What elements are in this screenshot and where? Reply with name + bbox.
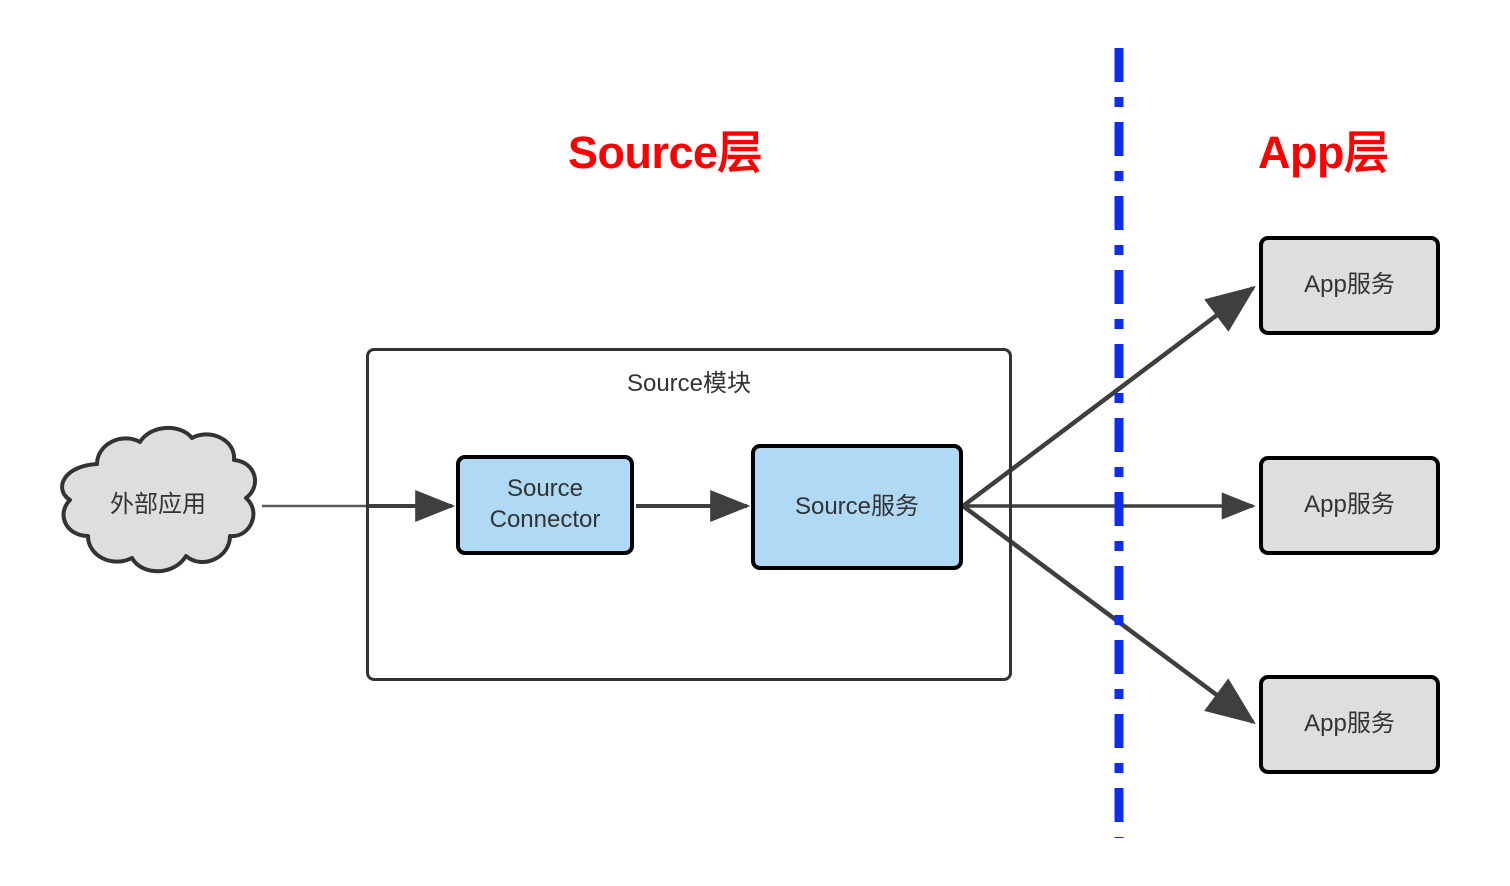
node-app-service-2-label: App服务 [1304, 491, 1395, 519]
node-source-service-label: Source服务 [794, 492, 920, 520]
node-app-service-3[interactable]: App服务 [1259, 675, 1440, 774]
external-app-cloud [50, 420, 266, 582]
node-app-service-2[interactable]: App服务 [1259, 456, 1440, 555]
node-source-connector-line2: Connector [489, 506, 601, 533]
node-app-service-3-label: App服务 [1304, 710, 1395, 738]
source-layer-title: Source层 [568, 127, 763, 178]
node-source-connector-line1: Source [506, 475, 584, 503]
source-module-container [366, 348, 1012, 681]
node-app-service-1[interactable]: App服务 [1259, 236, 1440, 335]
cloud-icon [60, 425, 257, 574]
external-app-label: 外部应用 [110, 490, 206, 518]
node-source-service[interactable]: Source服务 [751, 444, 963, 570]
app-layer-title: App层 [1258, 127, 1389, 178]
node-source-connector[interactable]: Source Connector [456, 455, 634, 555]
source-module-label: Source模块 [626, 370, 752, 397]
node-source-connector-text: Source Connector [490, 474, 601, 535]
node-app-service-1-label: App服务 [1304, 271, 1395, 299]
